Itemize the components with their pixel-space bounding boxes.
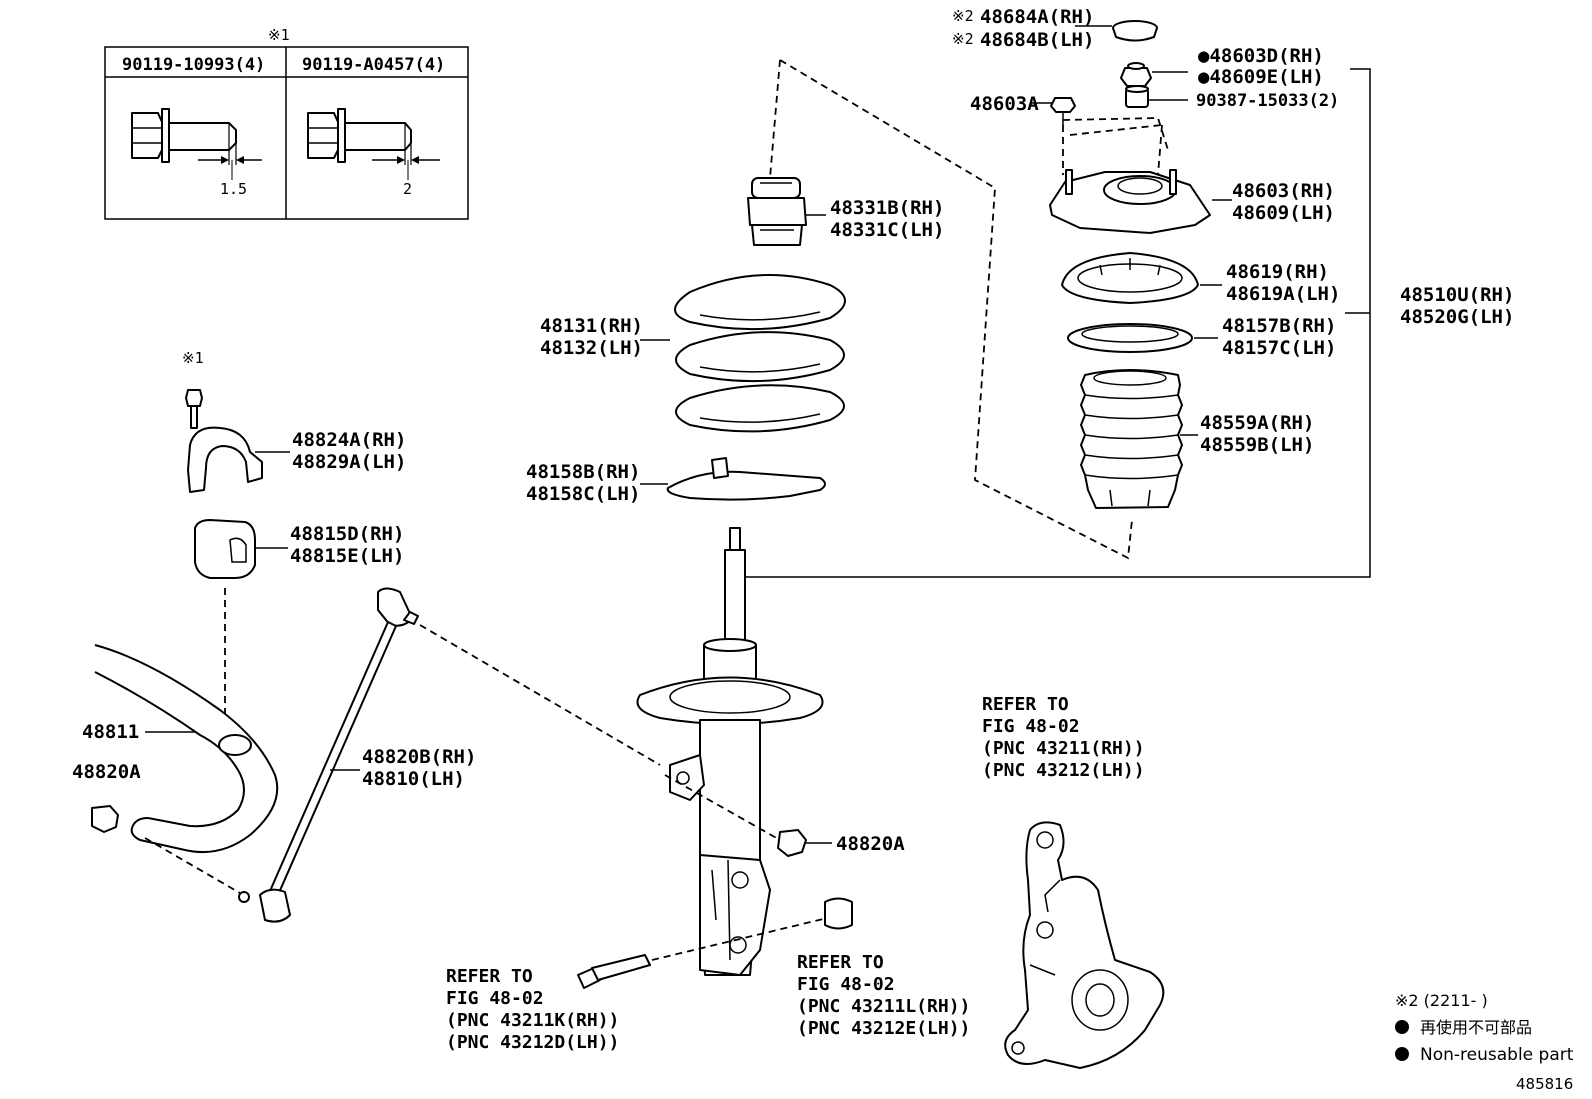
legend-en: Non-reusable part — [1420, 1045, 1574, 1065]
label-48603A: 48603A — [970, 93, 1039, 115]
label-48331C: 48331C(LH) — [830, 219, 944, 241]
label-48815D: 48815D(RH) — [290, 523, 404, 545]
label-48824A: 48824A(RH) — [292, 429, 406, 451]
refer-bolt-2: FIG 48-02 — [446, 988, 544, 1009]
flange-bolt-icon — [131, 108, 262, 180]
label-48559B: 48559B(LH) — [1200, 434, 1314, 456]
spring-upper-insulator — [1067, 323, 1193, 353]
refer-knuckle-4: (PNC 43212(LH)) — [982, 760, 1145, 781]
refer-bolt-4: (PNC 43212D(LH)) — [446, 1032, 619, 1053]
label-48820A-mid: 48820A — [836, 833, 905, 855]
spring-upper-seat — [1061, 252, 1199, 304]
refer-nut-3: (PNC 43211L(RH)) — [797, 996, 970, 1017]
label-48820B: 48820B(RH) — [362, 746, 476, 768]
stabilizer-nut-mid — [777, 829, 807, 857]
inset-dim-1: 1.5 — [220, 180, 247, 198]
label-48603D: ●48603D(RH) — [1198, 45, 1324, 67]
collar-icon — [1125, 85, 1149, 108]
label-48510U: 48510U(RH) — [1400, 284, 1514, 306]
legend-jp: 再使用不可部品 — [1420, 1018, 1532, 1037]
label-48158B: 48158B(RH) — [526, 461, 640, 483]
mark1-bolt: ※1 — [182, 349, 204, 367]
label-48829A: 48829A(LH) — [292, 451, 406, 473]
mark2-a: ※2 — [952, 7, 974, 25]
label-48684B: 48684B(LH) — [980, 29, 1094, 51]
label-90387: 90387-15033(2) — [1196, 91, 1339, 111]
label-48520G: 48520G(LH) — [1400, 306, 1514, 328]
stabilizer-link — [238, 587, 419, 923]
label-48609E: ●48609E(LH) — [1198, 66, 1324, 88]
inset-part-2: 90119-A0457(4) — [302, 55, 445, 75]
label-48157B: 48157B(RH) — [1222, 315, 1336, 337]
label-48811: 48811 — [82, 721, 139, 743]
dust-boot — [1080, 369, 1183, 509]
refer-bolt-3: (PNC 43211K(RH)) — [446, 1010, 619, 1031]
mount-nut-icon — [1050, 97, 1076, 125]
label-48157C: 48157C(LH) — [1222, 337, 1336, 359]
inset-note-mark: ※1 — [268, 26, 290, 44]
inset-table: ※1 90119-10993(4) 90119-A0457(4) 1.5 — [104, 26, 469, 220]
figure-id: 485816 — [1516, 1075, 1573, 1093]
stabilizer-bar — [94, 644, 279, 854]
refer-nut-4: (PNC 43212E(LH)) — [797, 1018, 970, 1039]
shock-absorber — [636, 527, 824, 976]
refer-nut-2: FIG 48-02 — [797, 974, 895, 995]
legend-note2: ※2 (2211- ) — [1395, 991, 1488, 1010]
dust-cap — [1112, 20, 1158, 42]
refer-knuckle-3: (PNC 43211(RH)) — [982, 738, 1145, 759]
spring-lower-insulator — [666, 457, 826, 501]
stabilizer-nut-left — [91, 805, 119, 833]
label-48331B: 48331B(RH) — [830, 197, 944, 219]
label-48815E: 48815E(LH) — [290, 545, 404, 567]
legend: ※2 (2211- ) 再使用不可部品 Non-reusable part 48… — [1395, 991, 1574, 1093]
label-48131: 48131(RH) — [540, 315, 643, 337]
mark2-b: ※2 — [952, 30, 974, 48]
strut-lower-nut — [824, 897, 853, 930]
coil-spring — [674, 274, 846, 433]
strut-mount — [1049, 169, 1211, 234]
stabilizer-bracket — [187, 426, 263, 493]
refer-knuckle-2: FIG 48-02 — [982, 716, 1080, 737]
label-48603: 48603(RH) — [1232, 180, 1335, 202]
label-48609: 48609(LH) — [1232, 202, 1335, 224]
lock-nut-icon — [1120, 62, 1152, 87]
label-48158C: 48158C(LH) — [526, 483, 640, 505]
refer-knuckle-1: REFER TO — [982, 694, 1069, 715]
inset-dim-2: 2 — [403, 180, 412, 198]
label-48619A: 48619A(LH) — [1226, 283, 1340, 305]
label-48619: 48619(RH) — [1226, 261, 1329, 283]
strut-lower-bolt — [577, 954, 651, 989]
label-48684A: 48684A(RH) — [980, 6, 1094, 28]
label-48559A: 48559A(RH) — [1200, 412, 1314, 434]
inset-part-1: 90119-10993(4) — [122, 55, 265, 75]
flange-bolt-icon — [307, 108, 440, 180]
label-48132: 48132(LH) — [540, 337, 643, 359]
bracket-bolt — [185, 389, 203, 429]
stabilizer-bushing — [194, 519, 256, 579]
refer-bolt-1: REFER TO — [446, 966, 533, 987]
label-48820A-left: 48820A — [72, 761, 141, 783]
bump-stopper — [747, 177, 807, 246]
label-48810: 48810(LH) — [362, 768, 465, 790]
steering-knuckle — [1004, 821, 1165, 1069]
refer-nut-1: REFER TO — [797, 952, 884, 973]
